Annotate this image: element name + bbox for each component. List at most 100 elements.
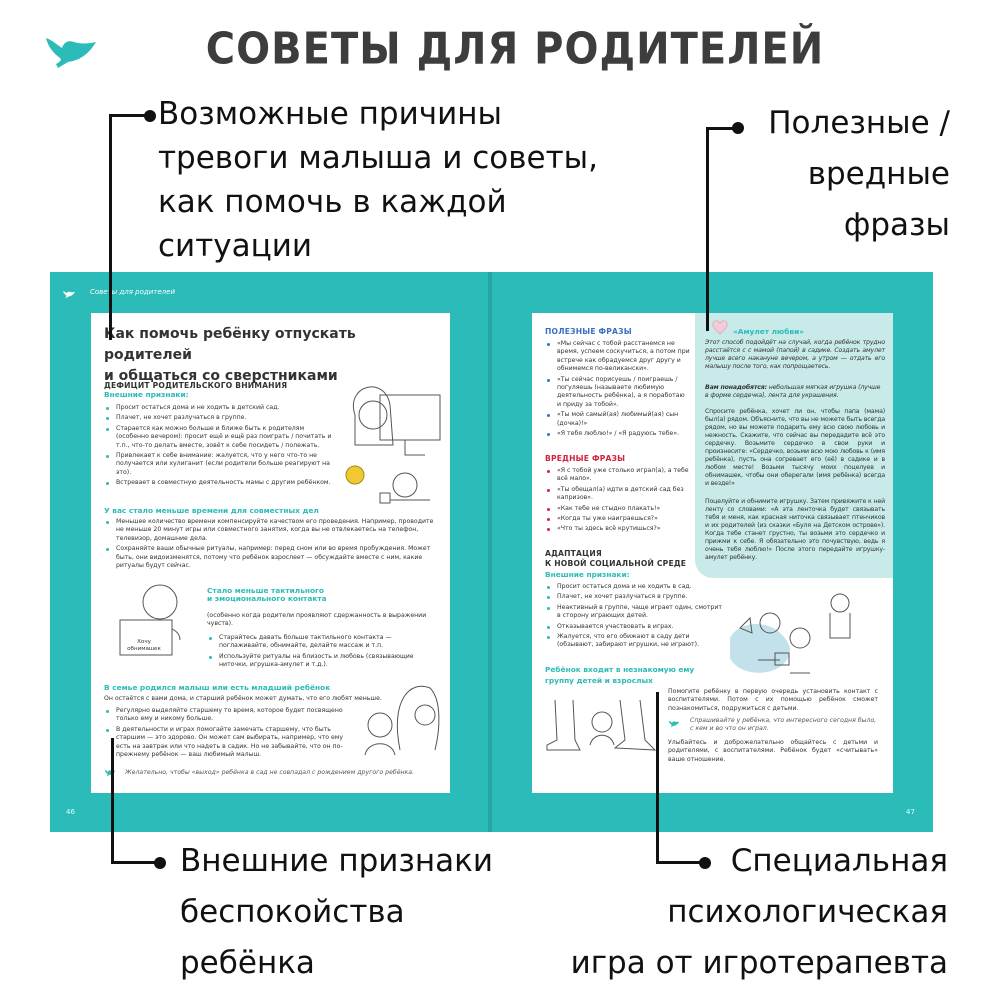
list-item: «Ты мой самый(ая) любимый(ая) сын (дочка… bbox=[545, 411, 690, 428]
list-item: Плачет, не хочет разлучаться в группе. bbox=[104, 414, 332, 422]
title-line: Как помочь ребёнку отпускать родителей bbox=[104, 326, 356, 363]
callout-connector bbox=[109, 114, 149, 117]
callout-connector bbox=[109, 114, 112, 340]
amulet-box bbox=[695, 313, 893, 578]
heading-line: группу детей и взрослых bbox=[545, 676, 653, 685]
callout-dot bbox=[699, 857, 711, 869]
callout-dot bbox=[144, 110, 156, 122]
list-item: «Когда ты уже наиграешься?» bbox=[545, 515, 690, 523]
list-item: «Ты сейчас порисуешь / поиграешь / погул… bbox=[545, 376, 690, 410]
list-item: Жалуется, что его обижают в саду дети (о… bbox=[545, 633, 725, 650]
callout-line: вредные bbox=[807, 156, 950, 192]
harmful-phrases-list: «Я с тобой уже столько играл(а), а тебе … bbox=[545, 467, 690, 536]
callout-line: Специальная bbox=[730, 843, 948, 879]
callout-line: игра от игротерапевта bbox=[570, 945, 948, 981]
callout-connector bbox=[706, 127, 709, 331]
callout-connector bbox=[656, 692, 659, 864]
callout-line: Возможные причины bbox=[158, 96, 502, 132]
harmful-phrases-heading: ВРЕДНЫЕ ФРАЗЫ bbox=[545, 454, 626, 463]
callout-connector bbox=[111, 861, 157, 864]
list-item: Просит остаться дома и не ходить в сад. bbox=[545, 583, 725, 591]
callout-line: ситуации bbox=[158, 228, 312, 264]
callout-line: фразы bbox=[843, 207, 950, 243]
amulet-needs: Вам понадобятся: небольшая мягкая игрушк… bbox=[705, 384, 885, 400]
list-item: Просит остаться дома и не ходить в детск… bbox=[104, 404, 332, 412]
list-item: «Я тебя люблю!» / «Я радуюсь тебе». bbox=[545, 430, 690, 438]
list-item: Сохраняйте ваши обычные ритуалы, наприме… bbox=[104, 545, 439, 570]
signs-list: Просит остаться дома и не ходить в детск… bbox=[104, 404, 332, 490]
tip-note: Желательно, чтобы «выход» ребёнка в сад … bbox=[125, 769, 415, 776]
page-number-left: 46 bbox=[66, 808, 75, 816]
callout-connector bbox=[656, 861, 702, 864]
list-item: Неактивный в группе, чаще играет один, с… bbox=[545, 604, 725, 621]
list-item: Регулярно выделяйте старшему то время, к… bbox=[104, 707, 349, 724]
needs-label: Вам понадобятся: bbox=[705, 384, 767, 391]
sign-line: обнимашек bbox=[127, 646, 161, 652]
contact-tips-list: Старайтесь давать больше тактильного кон… bbox=[207, 634, 442, 672]
callout-line: Внешние признаки bbox=[180, 843, 494, 879]
amulet-paragraph: Спросите ребёнка, хочет ли он, чтобы пап… bbox=[705, 408, 885, 487]
section-heading: Стало меньше тактильного и эмоциональног… bbox=[207, 586, 327, 604]
mother-computer-illustration bbox=[345, 386, 441, 504]
running-head: Советы для родителей bbox=[90, 288, 176, 296]
heading-line: К НОВОЙ СОЦИАЛЬНОЙ СРЕДЕ bbox=[545, 559, 687, 568]
feet-child-illustration bbox=[546, 700, 657, 751]
callout-game: Специальная психологическая игра от игро… bbox=[571, 836, 948, 989]
group-heading: Ребёнок входит в незнакомую ему группу д… bbox=[545, 664, 694, 686]
list-item: «Мы сейчас с тобой расстанемся не время,… bbox=[545, 340, 690, 374]
useful-phrases-heading: ПОЛЕЗНЫЕ ФРАЗЫ bbox=[545, 327, 632, 336]
callout-dot bbox=[154, 857, 166, 869]
list-item: Старайтесь давать больше тактильного кон… bbox=[207, 634, 442, 651]
callout-line: психологическая bbox=[667, 894, 948, 930]
bird-icon bbox=[63, 290, 75, 299]
group-paragraph: Улыбайтесь и доброжелательно общайтесь с… bbox=[668, 739, 878, 763]
list-item: Плачет, не хочет разлучаться в группе. bbox=[545, 593, 725, 601]
callout-connector bbox=[111, 738, 114, 864]
list-item: Отказывается участвовать в играх. bbox=[545, 623, 725, 631]
needs-text: небольшая мягкая игрушка (лучше в форме … bbox=[705, 384, 881, 399]
callout-line: тревоги малыша и советы, bbox=[158, 140, 598, 176]
mother-children-illustration bbox=[364, 685, 440, 755]
heading-line: и эмоционального контакта bbox=[207, 594, 327, 604]
callout-line: как помочь в каждой bbox=[158, 184, 507, 220]
list-item: «Ты обещал(а) идти в детский сад без кап… bbox=[545, 486, 690, 503]
section-subheading: Внешние признаки: bbox=[545, 570, 630, 579]
heart-icon bbox=[712, 320, 728, 335]
list-item: «Я с тобой уже столько играл(а), а тебе … bbox=[545, 467, 690, 484]
list-item: В деятельности и играх помогайте замечат… bbox=[104, 726, 349, 760]
list-item: Используйте ритуалы на близость и любовь… bbox=[207, 653, 442, 670]
book-gutter bbox=[488, 272, 492, 832]
children-playing-illustration bbox=[730, 593, 851, 674]
amulet-paragraph: Поцелуйте и обнимите игрушку. Затем прив… bbox=[705, 498, 885, 561]
callout-phrases: Полезные / вредные фразы bbox=[768, 98, 950, 251]
left-page-title: Как помочь ребёнку отпускать родителей и… bbox=[104, 324, 444, 387]
callout-line: ребёнка bbox=[180, 945, 315, 981]
amulet-heading: «Амулет любви» bbox=[733, 327, 805, 336]
bird-icon bbox=[46, 38, 96, 68]
page-title: СОВЕТЫ ДЛЯ РОДИТЕЛЕЙ bbox=[205, 23, 825, 75]
left-page bbox=[91, 313, 450, 793]
heading-line: Стало меньше тактильного bbox=[207, 586, 324, 595]
sign-line: Хочу bbox=[137, 639, 151, 645]
list-item: «Что ты здесь всё крутишься?» bbox=[545, 525, 690, 533]
tip-note: Спрашивайте у ребёнка, что интересного с… bbox=[690, 717, 877, 733]
adaptation-heading: АДАПТАЦИЯ К НОВОЙ СОЦИАЛЬНОЙ СРЕДЕ bbox=[545, 549, 686, 569]
bird-icon bbox=[104, 769, 116, 777]
section-intro: (особенно когда родители проявляют сдерж… bbox=[207, 612, 427, 628]
list-item: Встревает в совместную деятельность мамы… bbox=[104, 479, 332, 487]
page-number-right: 47 bbox=[906, 808, 915, 816]
section-heading: У вас стало меньше времени для совместны… bbox=[104, 506, 319, 515]
section-heading: ДЕФИЦИТ РОДИТЕЛЬСКОГО ВНИМАНИЯ bbox=[104, 381, 288, 390]
sibling-tips-list: Регулярно выделяйте старшему то время, к… bbox=[104, 707, 349, 761]
list-item: «Как тебе не стыдно плакать!» bbox=[545, 505, 690, 513]
section-intro: Он остаётся с вами дома, и старший ребён… bbox=[104, 695, 382, 702]
heading-line: Ребёнок входит в незнакомую ему bbox=[545, 665, 695, 674]
adaptation-signs-list: Просит остаться дома и не ходить в сад. … bbox=[545, 583, 725, 652]
useful-phrases-list: «Мы сейчас с тобой расстанемся не время,… bbox=[545, 340, 690, 440]
section-subheading: Внешние признаки: bbox=[104, 390, 189, 399]
list-item: Меньшее количество времени компенсируйте… bbox=[104, 518, 439, 543]
callout-connector bbox=[706, 127, 736, 130]
callout-line: беспокойства bbox=[180, 894, 405, 930]
heading-line: АДАПТАЦИЯ bbox=[545, 549, 602, 558]
time-tips-list: Меньшее количество времени компенсируйте… bbox=[104, 518, 439, 572]
